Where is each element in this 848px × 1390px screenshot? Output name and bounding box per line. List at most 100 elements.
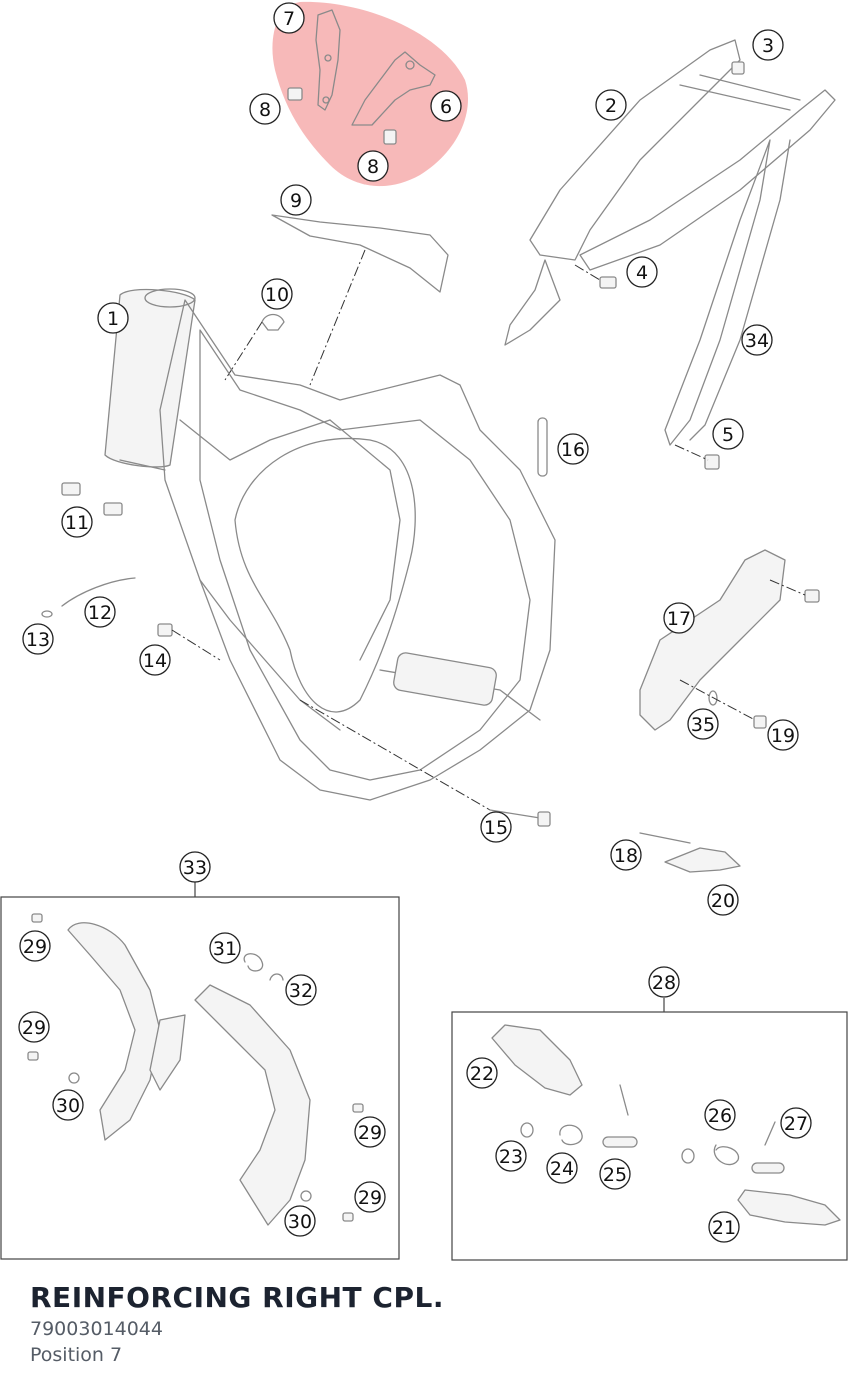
callout-label: 29 [22,1017,46,1039]
bolts-11[interactable] [61,482,123,516]
nut-14[interactable] [157,623,221,661]
bolt-15[interactable] [299,699,551,827]
callout-27[interactable]: 27 [780,1107,812,1139]
screw-29-b[interactable] [27,1051,39,1061]
callout-4[interactable]: 4 [626,256,658,288]
callout-11[interactable]: 11 [61,506,93,538]
callout-30[interactable]: 30 [52,1089,84,1121]
callout-label: 11 [65,512,89,534]
clip-10[interactable] [224,313,285,381]
spring-24[interactable] [559,1124,583,1146]
callout-label: 30 [288,1211,312,1233]
spring-26[interactable] [681,1144,740,1166]
footrest-22[interactable] [491,1024,583,1096]
part-number: 79003014044 [30,1318,163,1340]
callout-25[interactable]: 25 [599,1158,631,1190]
callout-7[interactable]: 7 [273,2,305,34]
washer-23[interactable] [520,1122,534,1138]
callout-28[interactable]: 28 [648,966,680,998]
callout-20[interactable]: 20 [707,884,739,916]
part-title: REINFORCING RIGHT CPL. [30,1281,444,1314]
chain-guide-17[interactable] [639,549,820,731]
callout-32[interactable]: 32 [285,974,317,1006]
clip-32[interactable] [269,973,284,981]
callout-22[interactable]: 22 [466,1057,498,1089]
callout-17[interactable]: 17 [663,602,695,634]
screw-29-d[interactable] [342,1212,354,1222]
callout-6[interactable]: 6 [430,90,462,122]
callout-31[interactable]: 31 [209,932,241,964]
callout-label: 2 [605,95,617,117]
screw-29-a[interactable] [31,913,43,923]
callout-35[interactable]: 35 [687,708,719,740]
callout-8[interactable]: 8 [357,150,389,182]
callout-3[interactable]: 3 [752,29,784,61]
callout-19[interactable]: 19 [767,719,799,751]
callout-label: 16 [561,439,585,461]
washer-30-a[interactable] [68,1072,80,1084]
reinforcing-plate-7[interactable] [315,9,341,111]
callout-label: 19 [771,725,795,747]
callout-14[interactable]: 14 [139,644,171,676]
screw-29-c[interactable] [352,1103,364,1113]
nut-19[interactable] [753,715,767,729]
callout-13[interactable]: 13 [22,623,54,655]
callout-label: 27 [784,1113,808,1135]
main-frame-1[interactable] [104,288,556,801]
subframe-2[interactable] [504,39,836,446]
callout-label: 26 [708,1105,732,1127]
callout-23[interactable]: 23 [495,1140,527,1172]
callout-34[interactable]: 34 [741,324,773,356]
washer-30-b[interactable] [300,1190,312,1202]
pin-25[interactable] [602,1084,638,1148]
callout-2[interactable]: 2 [595,89,627,121]
slider-20[interactable] [664,847,741,873]
callout-12[interactable]: 12 [84,596,116,628]
bolt-18[interactable] [639,832,691,844]
frame-protector-right[interactable] [194,984,311,1226]
callout-29[interactable]: 29 [354,1116,386,1148]
callout-9[interactable]: 9 [280,184,312,216]
frame-protector-left[interactable] [67,922,186,1141]
callout-8[interactable]: 8 [249,93,281,125]
bolt-4[interactable] [574,264,617,289]
footrest-21[interactable] [737,1189,841,1226]
callout-label: 8 [259,99,271,121]
callout-label: 20 [711,890,735,912]
callout-26[interactable]: 26 [704,1099,736,1131]
bolt-8-left[interactable] [287,87,303,101]
callout-label: 6 [440,96,452,118]
strap-16[interactable] [537,417,548,477]
callout-label: 17 [667,608,691,630]
reinforcing-plate-6[interactable] [351,51,436,126]
callout-30[interactable]: 30 [284,1205,316,1237]
callout-label: 22 [470,1063,494,1085]
callout-33[interactable]: 33 [179,851,211,883]
callout-18[interactable]: 18 [610,839,642,871]
callout-29[interactable]: 29 [18,1011,50,1043]
callout-29[interactable]: 29 [354,1181,386,1213]
bracket-9[interactable] [271,214,449,386]
callout-label: 34 [745,330,769,352]
bolt-3[interactable] [731,61,745,75]
pin-27[interactable] [751,1121,785,1174]
callout-1[interactable]: 1 [97,302,129,334]
hose-12[interactable] [61,577,136,607]
bolt-5[interactable] [674,444,720,470]
callout-label: 14 [143,650,167,672]
callout-5[interactable]: 5 [712,418,744,450]
callout-label: 8 [367,156,379,178]
callout-10[interactable]: 10 [261,278,293,310]
callout-label: 29 [358,1187,382,1209]
callout-label: 29 [358,1122,382,1144]
spring-31[interactable] [243,953,264,972]
washer-35[interactable] [679,679,756,721]
callout-24[interactable]: 24 [546,1152,578,1184]
bolt-8-bottom[interactable] [383,129,397,145]
callout-15[interactable]: 15 [480,811,512,843]
callout-label: 12 [88,602,112,624]
callout-16[interactable]: 16 [557,433,589,465]
callout-21[interactable]: 21 [708,1211,740,1243]
clip-13[interactable] [41,610,53,618]
callout-29[interactable]: 29 [19,930,51,962]
